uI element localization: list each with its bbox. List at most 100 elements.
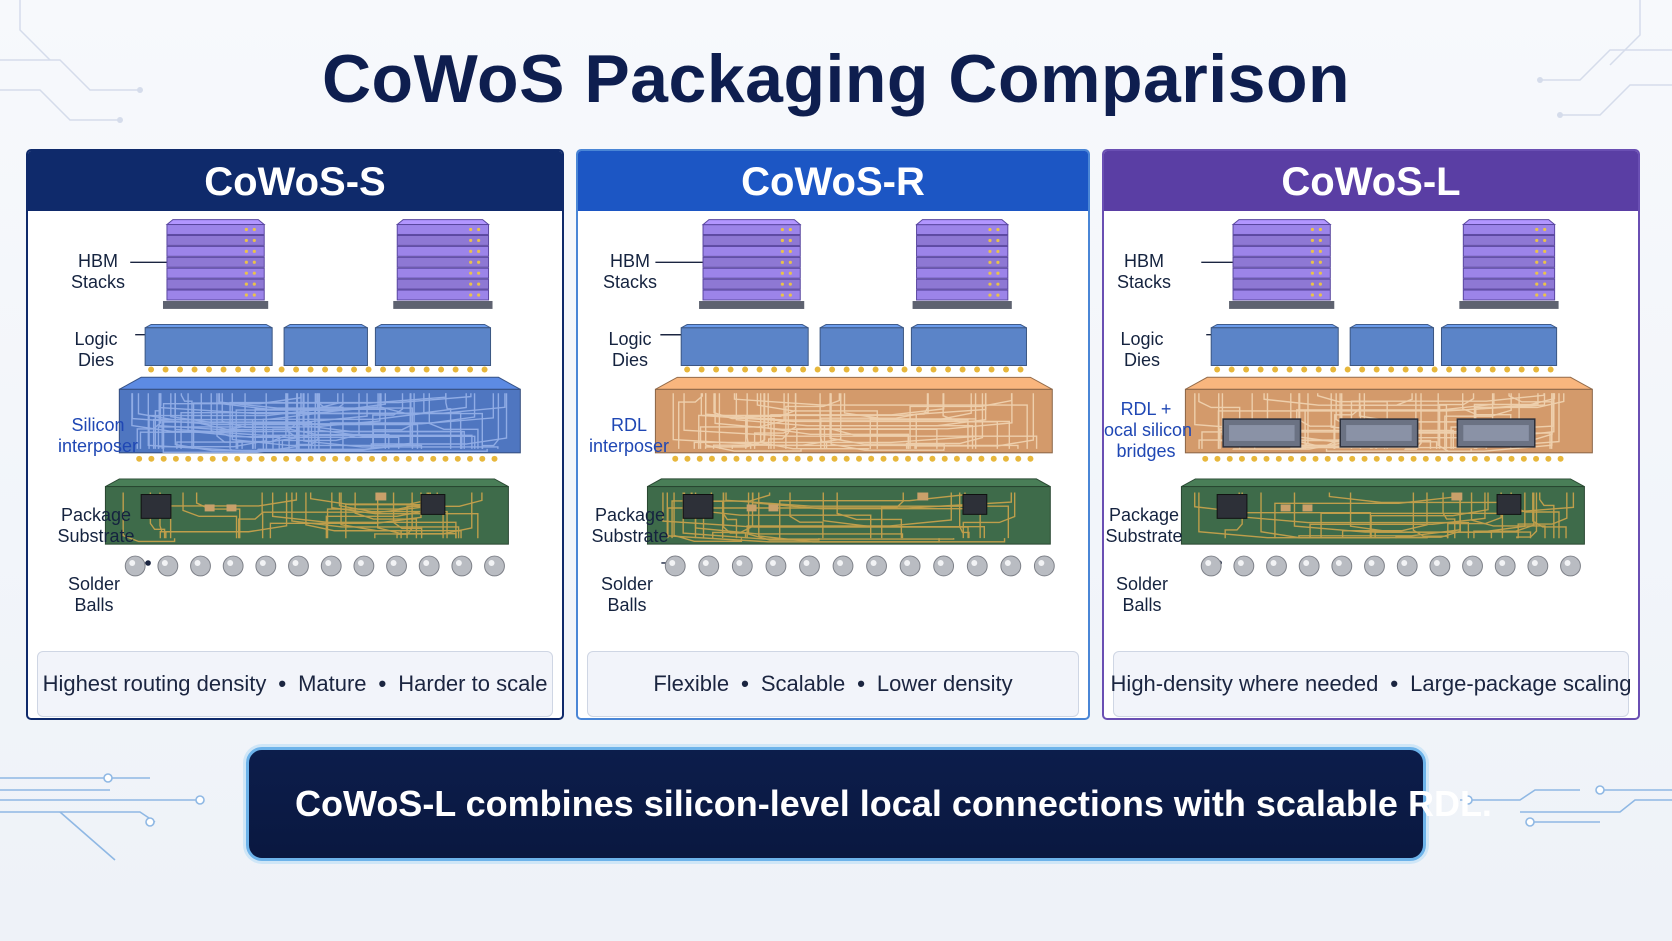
solder-ball bbox=[1364, 555, 1385, 577]
smd-cap bbox=[1451, 492, 1463, 501]
solder-ball bbox=[451, 555, 473, 577]
solder-ball bbox=[320, 555, 342, 577]
micro-bumps bbox=[1214, 366, 1554, 373]
hbm-stack-right bbox=[912, 219, 1012, 309]
logic-die bbox=[1440, 324, 1558, 366]
solder-ball-row bbox=[664, 555, 1055, 577]
micro-bumps bbox=[148, 366, 488, 373]
solder-ball bbox=[899, 555, 921, 577]
solder-ball bbox=[1298, 555, 1320, 577]
feature-item: Mature bbox=[298, 671, 367, 696]
solder-ball bbox=[1560, 555, 1581, 577]
cowos-l-stack-diagram bbox=[1180, 219, 1593, 577]
smd-cap bbox=[204, 504, 215, 512]
feature-item: Highest routing density bbox=[42, 671, 267, 696]
micro-bumps bbox=[684, 366, 1024, 373]
smd-chip bbox=[140, 494, 172, 519]
panel-header: CoWoS-R bbox=[578, 151, 1088, 211]
logic-die bbox=[144, 324, 273, 366]
solder-ball bbox=[1266, 555, 1287, 577]
solder-ball bbox=[1331, 555, 1353, 577]
trace-pattern bbox=[131, 393, 508, 454]
logic-die bbox=[910, 324, 1027, 367]
hbm-stack-right bbox=[1459, 219, 1559, 309]
solder-ball-row bbox=[124, 555, 505, 577]
solder-ball bbox=[1429, 555, 1451, 577]
feature-item: Large-package scaling bbox=[1410, 671, 1632, 696]
tsv-dots bbox=[780, 227, 792, 297]
trace-pattern bbox=[672, 393, 1038, 452]
hbm-stack-left bbox=[699, 219, 805, 309]
tsv-dots bbox=[988, 227, 1000, 297]
feature-summary: High-density where needed• Large-package… bbox=[1111, 651, 1632, 717]
tsv-dots bbox=[469, 227, 481, 297]
bridge-top bbox=[1229, 425, 1295, 441]
solder-ball bbox=[418, 555, 440, 577]
feature-summary: Flexible• Scalable• Lower density bbox=[587, 651, 1079, 717]
smd-chip bbox=[962, 494, 988, 515]
logic-die bbox=[374, 324, 492, 366]
bridge-top bbox=[1346, 425, 1412, 441]
smd-chip bbox=[682, 494, 714, 519]
panel-header: CoWoS-L bbox=[1104, 151, 1638, 211]
smd-cap bbox=[226, 504, 237, 512]
solder-ball bbox=[386, 555, 407, 577]
tsv-dots bbox=[1310, 227, 1322, 297]
hbm-stack-left bbox=[162, 219, 269, 309]
micro-bumps bbox=[1202, 455, 1564, 462]
smd-cap bbox=[746, 504, 757, 512]
solder-ball bbox=[1000, 555, 1022, 577]
panel-header: CoWoS-S bbox=[28, 151, 562, 211]
solder-ball bbox=[255, 555, 277, 577]
solder-ball bbox=[353, 555, 375, 577]
solder-ball bbox=[765, 555, 787, 577]
solder-ball bbox=[1494, 555, 1516, 577]
logic-die bbox=[1349, 324, 1435, 366]
cowos-r-stack-diagram bbox=[646, 219, 1055, 577]
tsv-dots bbox=[244, 227, 256, 297]
solder-ball bbox=[698, 555, 720, 577]
smd-cap bbox=[768, 504, 779, 512]
solder-ball bbox=[832, 555, 854, 577]
solder-ball bbox=[288, 555, 309, 577]
summary-banner: CoWoS-L combines silicon-level local con… bbox=[246, 747, 1492, 861]
logic-die bbox=[819, 324, 904, 367]
feature-item: Flexible bbox=[653, 671, 730, 696]
smd-cap bbox=[1280, 504, 1291, 512]
logic-die bbox=[680, 324, 809, 367]
micro-bumps bbox=[672, 455, 1034, 462]
smd-cap bbox=[375, 492, 387, 501]
solder-ball bbox=[1396, 555, 1418, 577]
logic-die bbox=[1210, 324, 1339, 366]
bridge-top bbox=[1463, 425, 1529, 441]
solder-ball bbox=[933, 555, 955, 577]
solder-ball-row bbox=[1200, 555, 1581, 577]
solder-ball bbox=[799, 555, 820, 577]
banner-text: CoWoS-L combines silicon-level local con… bbox=[295, 783, 1492, 824]
micro-bumps bbox=[136, 455, 498, 462]
smd-cap bbox=[917, 492, 929, 501]
smd-chip bbox=[1496, 494, 1522, 515]
trace-pattern bbox=[122, 492, 483, 543]
tsv-dots bbox=[1535, 227, 1547, 297]
solder-ball bbox=[1233, 555, 1255, 577]
feature-item: Harder to scale bbox=[398, 671, 548, 696]
logic-die bbox=[283, 324, 368, 366]
solder-ball bbox=[157, 555, 179, 577]
